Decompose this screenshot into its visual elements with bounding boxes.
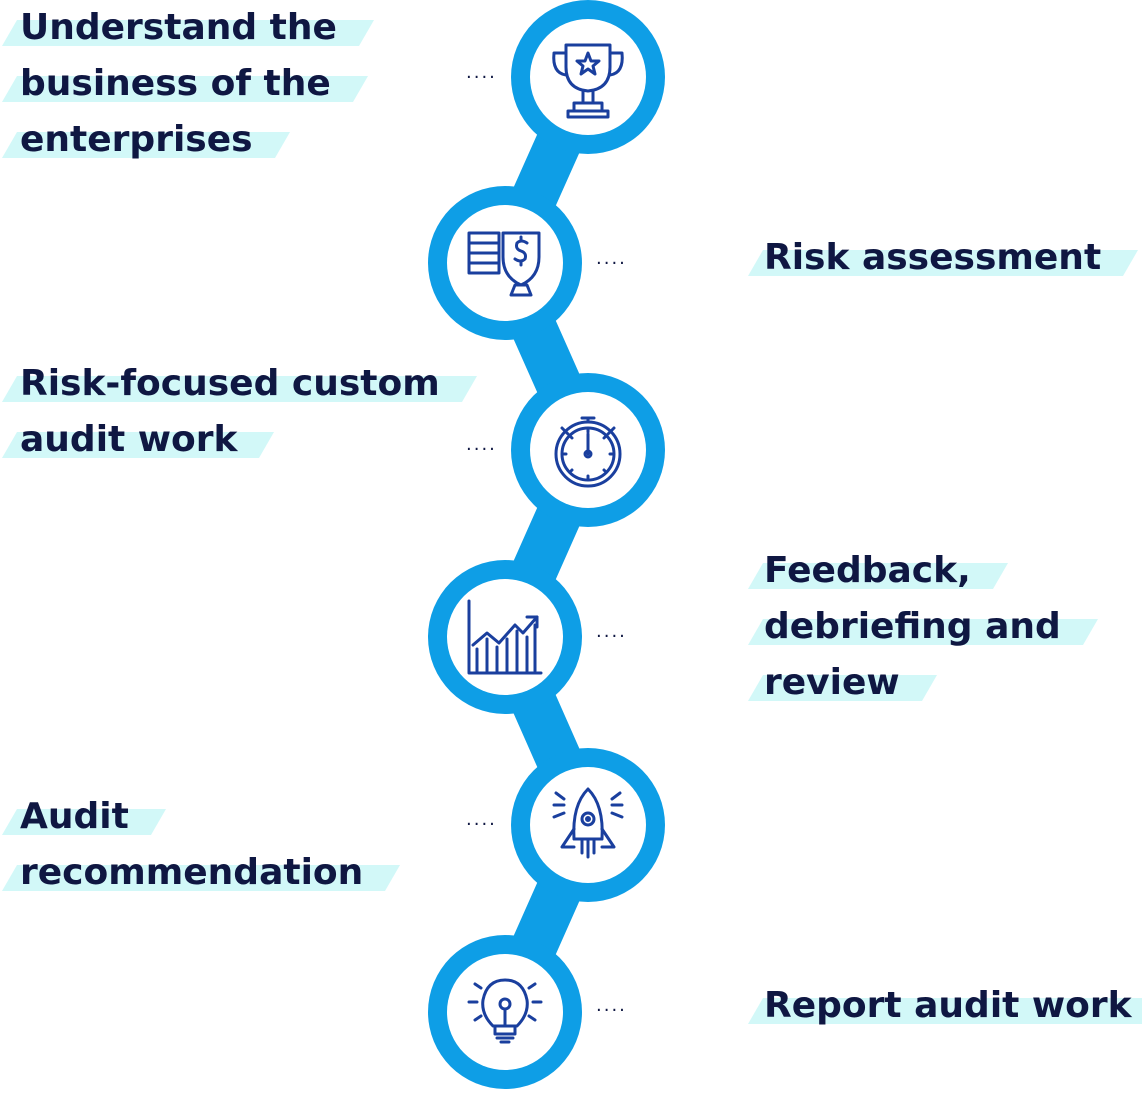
stopwatch-icon (554, 416, 622, 488)
step-1-connector: .... (466, 62, 497, 83)
step-3-line-2: audit work (2, 412, 275, 468)
step-ring-inner (447, 205, 563, 321)
step-5-node (511, 748, 665, 902)
lightbulb-icon (467, 978, 543, 1044)
step-ring-inner (530, 19, 646, 135)
step-1-line-1: Understand the (2, 0, 374, 56)
step-3-connector: .... (466, 434, 497, 455)
step-1-line-2: business of the (2, 56, 368, 112)
rocket-icon (552, 787, 624, 859)
step-5-connector: .... (466, 809, 497, 830)
step-4-node (428, 560, 582, 714)
step-2-label: Risk assessment (748, 230, 1139, 286)
step-2-line-1: Risk assessment (748, 230, 1139, 286)
step-4-label: Feedback, debriefing and review (748, 543, 1098, 711)
step-6-connector: .... (596, 995, 627, 1016)
step-1-node (511, 0, 665, 154)
step-rings (428, 0, 665, 1089)
step-4-line-3: review (748, 655, 937, 711)
trophy-icon (552, 43, 624, 119)
step-3-label: Risk-focused custom audit work (2, 356, 477, 468)
step-5-label: Audit recommendation (2, 789, 401, 901)
step-4-line-1: Feedback, (748, 543, 1008, 599)
step-5-line-1: Audit (2, 789, 166, 845)
step-4-connector: .... (596, 621, 627, 642)
step-6-label: Report audit work (748, 978, 1142, 1034)
growth-chart-icon (467, 599, 543, 675)
step-6-node (428, 935, 582, 1089)
step-5-line-2: recommendation (2, 845, 401, 901)
step-2-connector: .... (596, 248, 627, 269)
money-shield-icon (467, 231, 541, 297)
step-1-line-3: enterprises (2, 112, 290, 168)
step-2-node (428, 186, 582, 340)
step-1-label: Understand the business of the enterpris… (2, 0, 374, 168)
step-4-line-2: debriefing and (748, 599, 1098, 655)
step-3-node (511, 373, 665, 527)
step-6-line-1: Report audit work (748, 978, 1142, 1034)
step-3-line-1: Risk-focused custom (2, 356, 477, 412)
